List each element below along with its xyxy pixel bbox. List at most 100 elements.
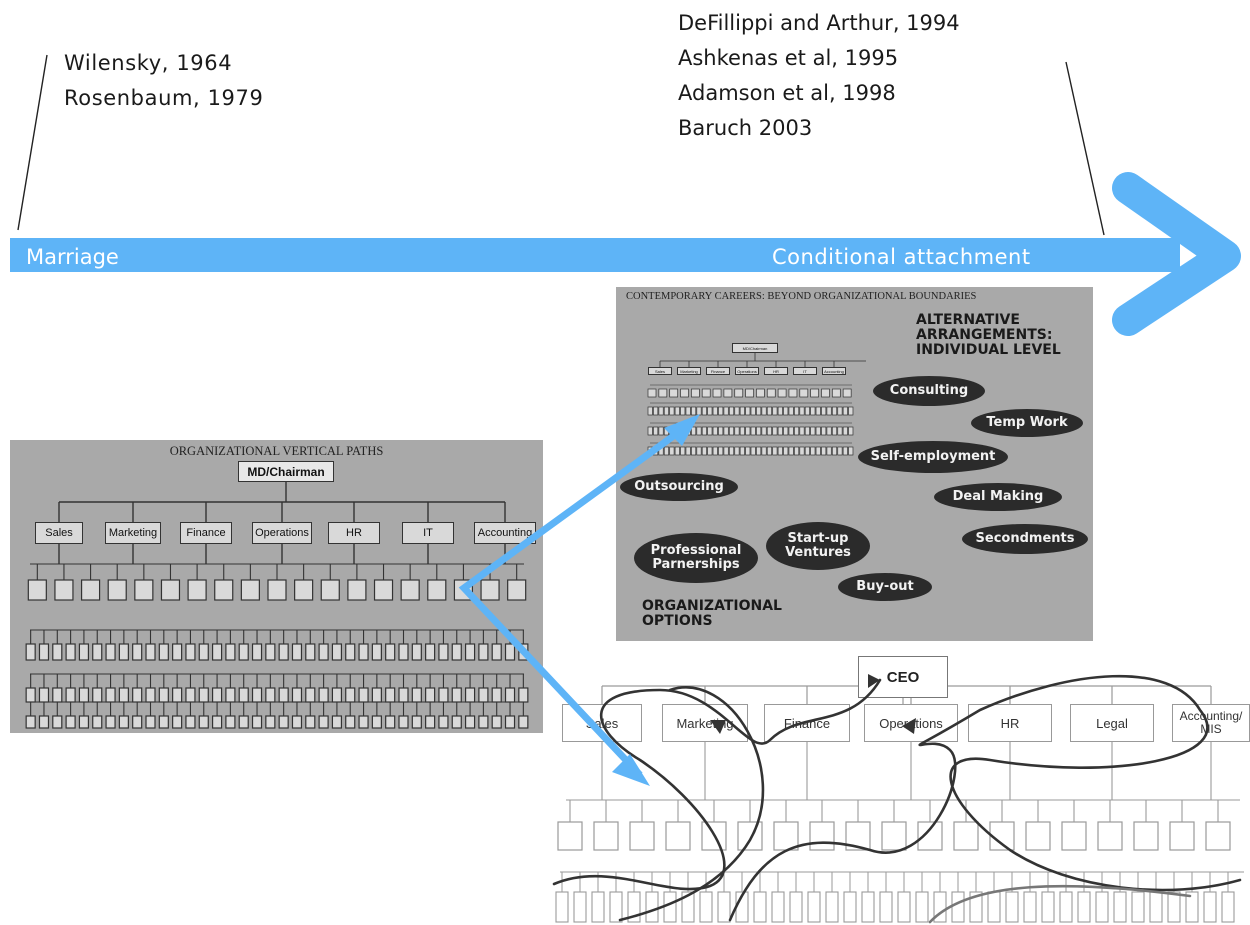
org-node [756, 426, 762, 436]
org-node [663, 406, 670, 416]
org-node [826, 406, 832, 416]
org-node [783, 426, 789, 436]
org-node [761, 406, 767, 416]
org-node [504, 687, 516, 703]
org-node [788, 388, 798, 398]
org-node [669, 446, 675, 456]
org-node [132, 715, 143, 729]
org-node [739, 426, 745, 436]
heading-line: INDIVIDUAL LEVEL [916, 342, 1061, 358]
org-node [92, 643, 103, 661]
org-node [132, 643, 143, 661]
org-node [491, 643, 502, 661]
org-node [158, 687, 169, 703]
org-node [400, 579, 420, 601]
org-node [810, 406, 816, 416]
org-node [160, 579, 181, 601]
org-node [438, 687, 449, 703]
org-node [773, 821, 799, 851]
org-node [691, 446, 697, 456]
career-path-arrowhead [710, 720, 726, 734]
org-node [821, 446, 827, 456]
org-node [674, 426, 680, 436]
org-node [504, 715, 516, 729]
org-node [766, 388, 776, 398]
org-node [158, 643, 169, 661]
org-node [373, 579, 394, 601]
org-node [65, 687, 76, 703]
org-node [772, 446, 778, 456]
org-node [707, 446, 713, 456]
org-node [411, 715, 422, 729]
org-node [739, 446, 745, 456]
org-node [723, 446, 729, 456]
org-node [788, 426, 794, 436]
org-node [691, 406, 697, 416]
org-node [105, 715, 116, 729]
org-node [723, 406, 729, 416]
org-node [518, 715, 529, 729]
org-node [187, 579, 207, 601]
org-node [172, 715, 183, 729]
org-node [647, 426, 653, 436]
right-pointer-line [1065, 61, 1105, 236]
org-node [371, 643, 382, 661]
org-node [815, 426, 821, 436]
org-node [92, 687, 103, 703]
org-node [665, 821, 691, 851]
org-node [745, 406, 751, 416]
org-node [211, 687, 223, 703]
org-node [107, 579, 127, 601]
org-node [425, 715, 436, 729]
heading-line: ALTERNATIVE [916, 312, 1020, 328]
org-node [653, 446, 659, 456]
org-node [772, 406, 778, 416]
org-node [647, 406, 653, 416]
org-node [772, 426, 778, 436]
department-box: Finance [180, 522, 232, 544]
org-node [777, 406, 783, 416]
org-node [777, 446, 783, 456]
oval-consulting: Consulting [873, 376, 985, 406]
contemporary-careers-panel: CONTEMPORARY CAREERS: BEYOND ORGANIZATIO… [616, 287, 1093, 641]
org-node [451, 715, 462, 729]
org-node [1205, 821, 1231, 851]
org-node [821, 406, 827, 416]
org-node [198, 643, 209, 661]
org-node [658, 426, 664, 436]
org-node [318, 643, 329, 661]
org-node [1061, 821, 1087, 851]
vertical-paths-panel: ORGANIZATIONAL VERTICAL PATHS MD/Chairma… [10, 440, 543, 733]
org-node [464, 643, 476, 661]
org-node [52, 687, 63, 703]
org-node [734, 406, 740, 416]
org-node [842, 388, 852, 398]
department-box-small: Accounting [822, 367, 846, 375]
department-box-ceo: Legal [1070, 704, 1154, 742]
org-node [680, 446, 686, 456]
org-node [358, 687, 369, 703]
oval-self-employment: Self-employment [858, 441, 1008, 473]
boundaryless-career-chart: CEO Sales Marketing Finance Operations H… [550, 650, 1250, 925]
org-node [398, 687, 409, 703]
org-node [225, 643, 236, 661]
org-node [804, 406, 810, 416]
org-node [831, 406, 838, 416]
org-node [674, 446, 680, 456]
org-node [518, 643, 529, 661]
org-node [427, 579, 447, 601]
org-node [669, 426, 675, 436]
department-box-small: Operations [735, 367, 759, 375]
org-node [728, 426, 735, 436]
department-box-small: HR [764, 367, 788, 375]
org-node [701, 406, 707, 416]
vertical-paths-title: ORGANIZATIONAL VERTICAL PATHS [169, 444, 384, 458]
heading-line: ORGANIZATIONAL [642, 598, 782, 614]
org-node [691, 388, 700, 398]
reference-item: Rosenbaum, 1979 [64, 86, 264, 110]
org-node [653, 426, 659, 436]
org-node [305, 643, 316, 661]
contemporary-title: CONTEMPORARY CAREERS: BEYOND ORGANIZATIO… [626, 291, 977, 302]
org-node [718, 406, 724, 416]
org-node [821, 388, 830, 398]
